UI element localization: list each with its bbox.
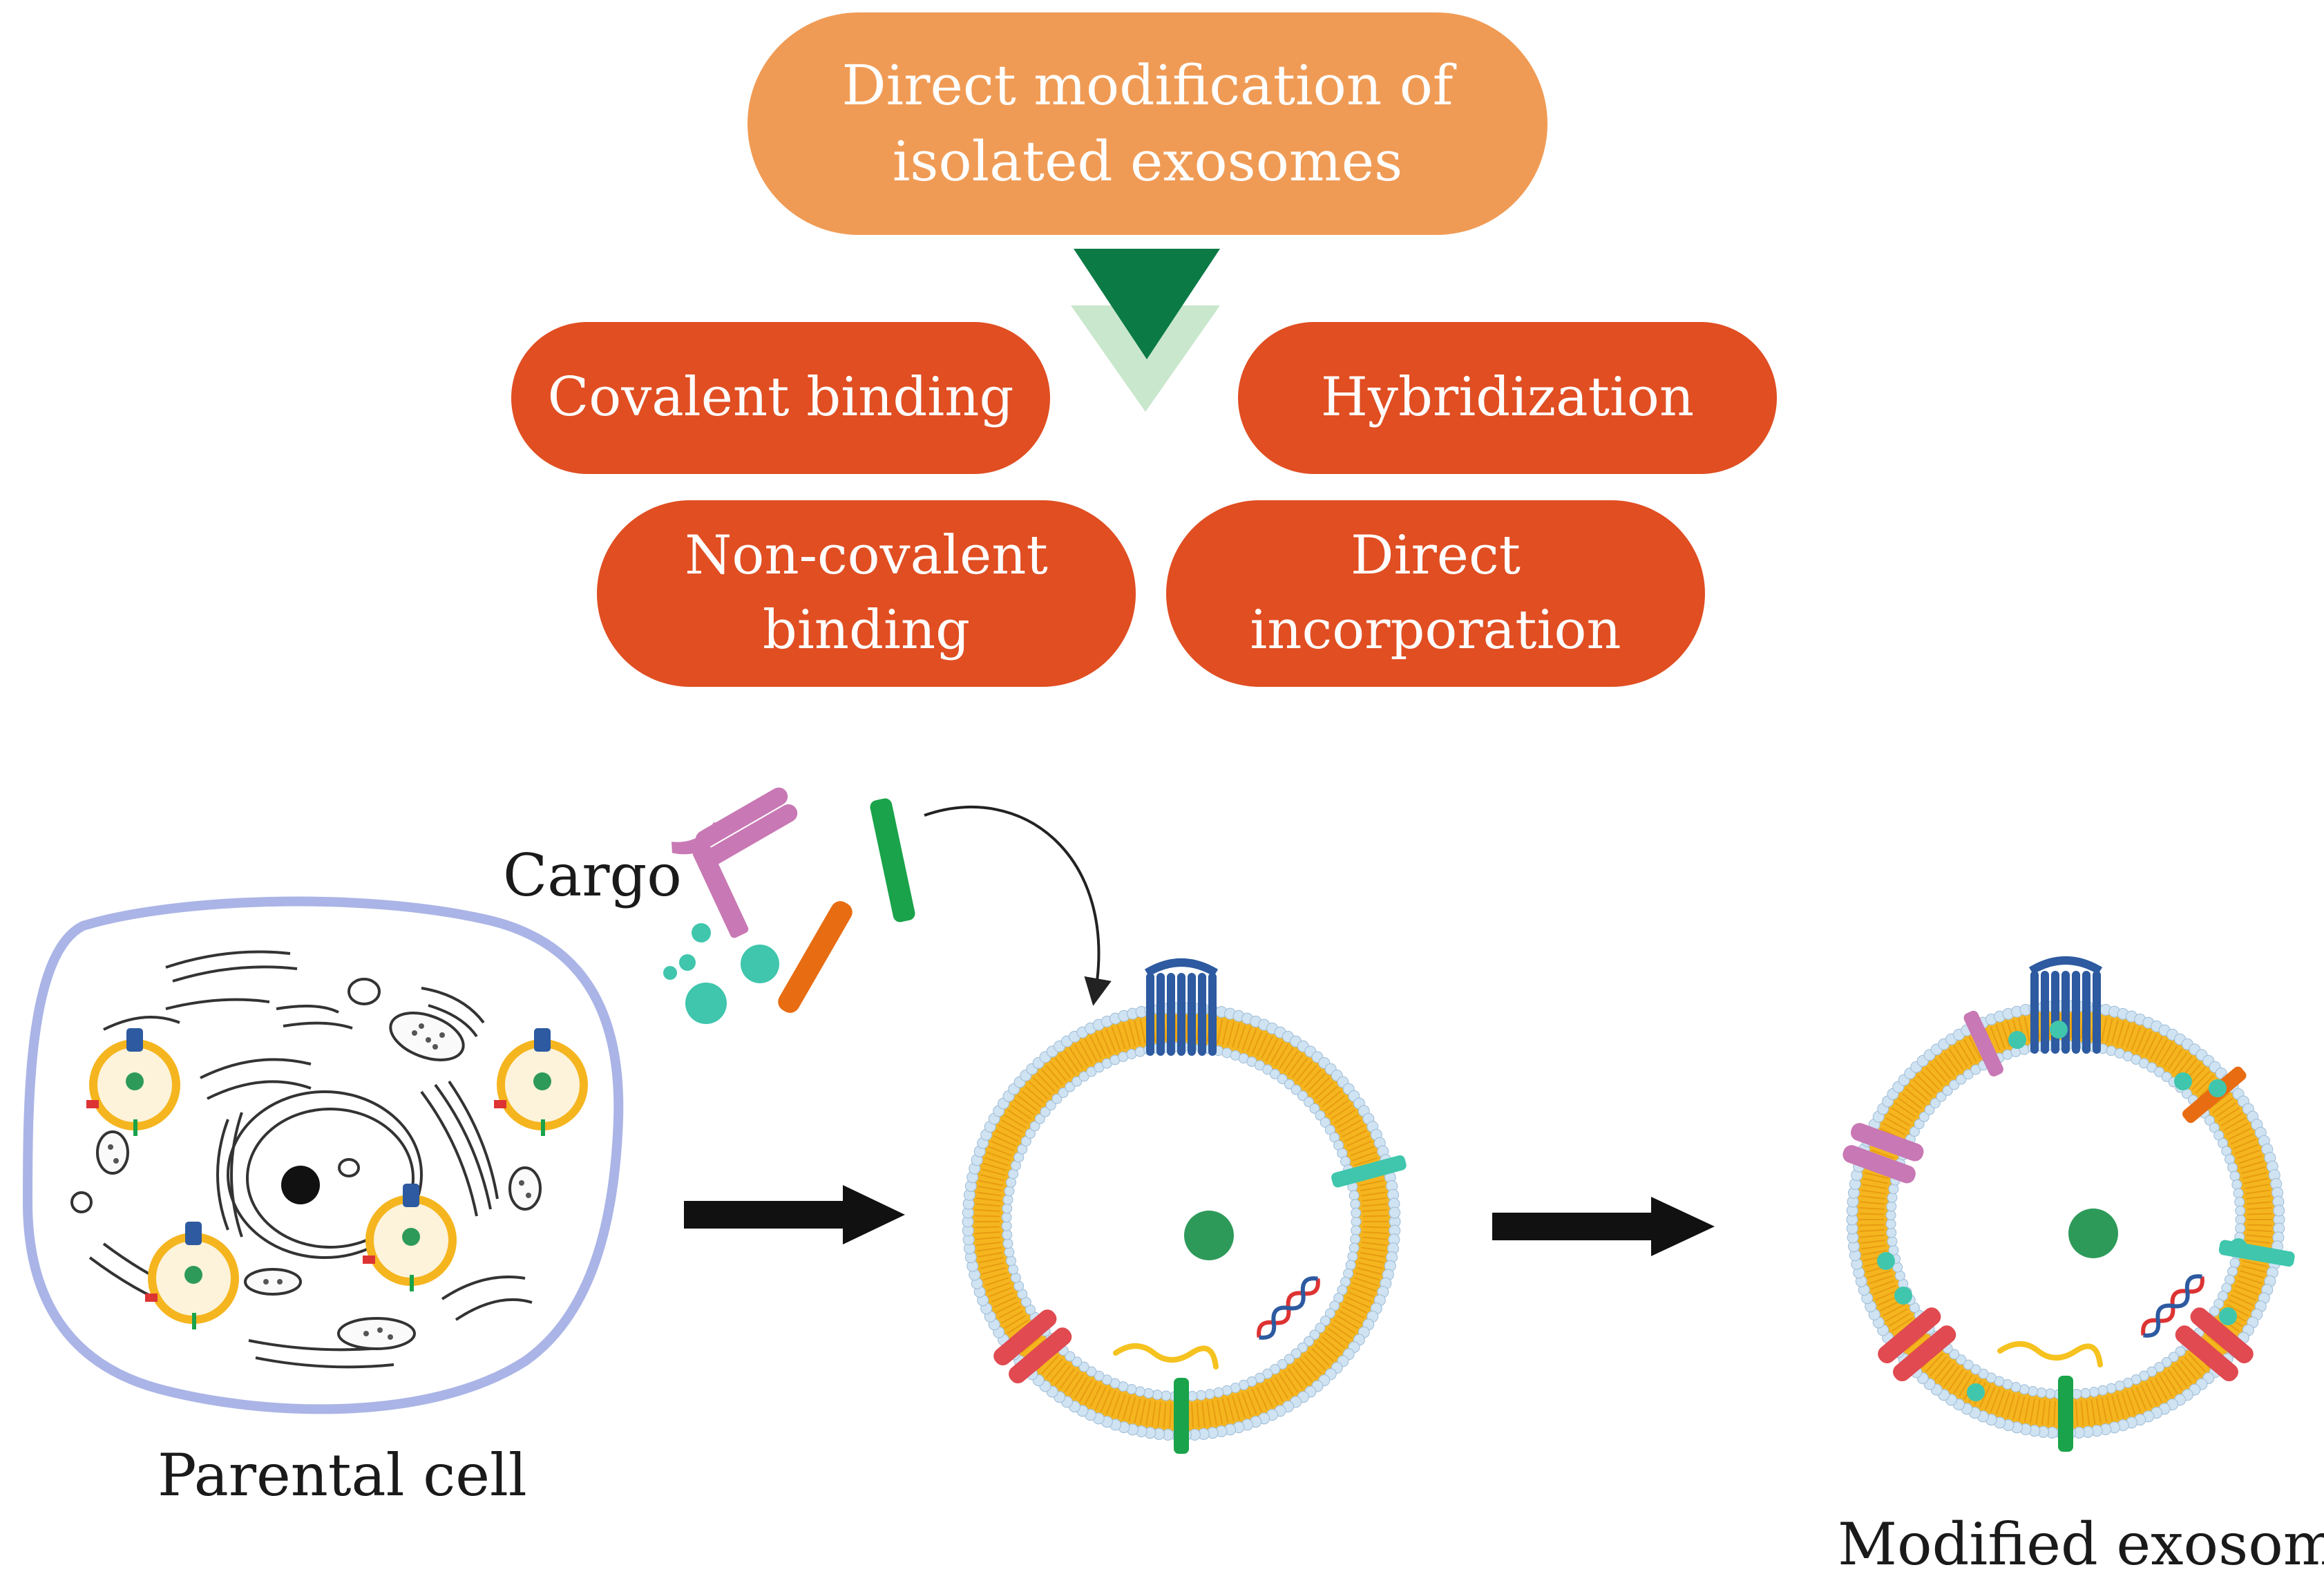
method-hybridization: Hybridization bbox=[1238, 322, 1777, 474]
header-pill: Direct modification of isolated exosomes bbox=[747, 12, 1547, 235]
dotted-granules bbox=[96, 1012, 542, 1350]
method-label: Covalent binding bbox=[547, 366, 1014, 429]
method-label: Non-covalent binding bbox=[685, 524, 1048, 661]
cargo-arrow bbox=[924, 806, 1112, 1006]
parental-cell bbox=[22, 896, 624, 1414]
process-arrow-1 bbox=[684, 1185, 905, 1244]
modified-exosome bbox=[1842, 956, 2295, 1452]
modified-exosome-label: Modified exosome bbox=[1838, 1510, 2324, 1578]
cargo-label: Cargo bbox=[503, 842, 682, 909]
header-text: Direct modification of isolated exosomes bbox=[841, 53, 1454, 193]
granule-dots bbox=[108, 1023, 531, 1340]
down-arrow-icon bbox=[1071, 249, 1220, 412]
method-label: Hybridization bbox=[1320, 366, 1695, 429]
process-arrow-2 bbox=[1492, 1197, 1715, 1256]
method-label: Direct incorporation bbox=[1250, 524, 1621, 661]
method-direct-incorporation: Direct incorporation bbox=[1166, 500, 1705, 687]
exosome bbox=[962, 958, 1407, 1454]
method-covalent-binding: Covalent binding bbox=[511, 322, 1050, 474]
method-non-covalent-binding: Non-covalent binding bbox=[597, 500, 1136, 687]
parental-cell-label: Parental cell bbox=[158, 1441, 527, 1509]
mini-exosomes bbox=[86, 1028, 588, 1329]
cargo-molecules bbox=[663, 787, 915, 1024]
nucleolus bbox=[281, 1166, 320, 1204]
